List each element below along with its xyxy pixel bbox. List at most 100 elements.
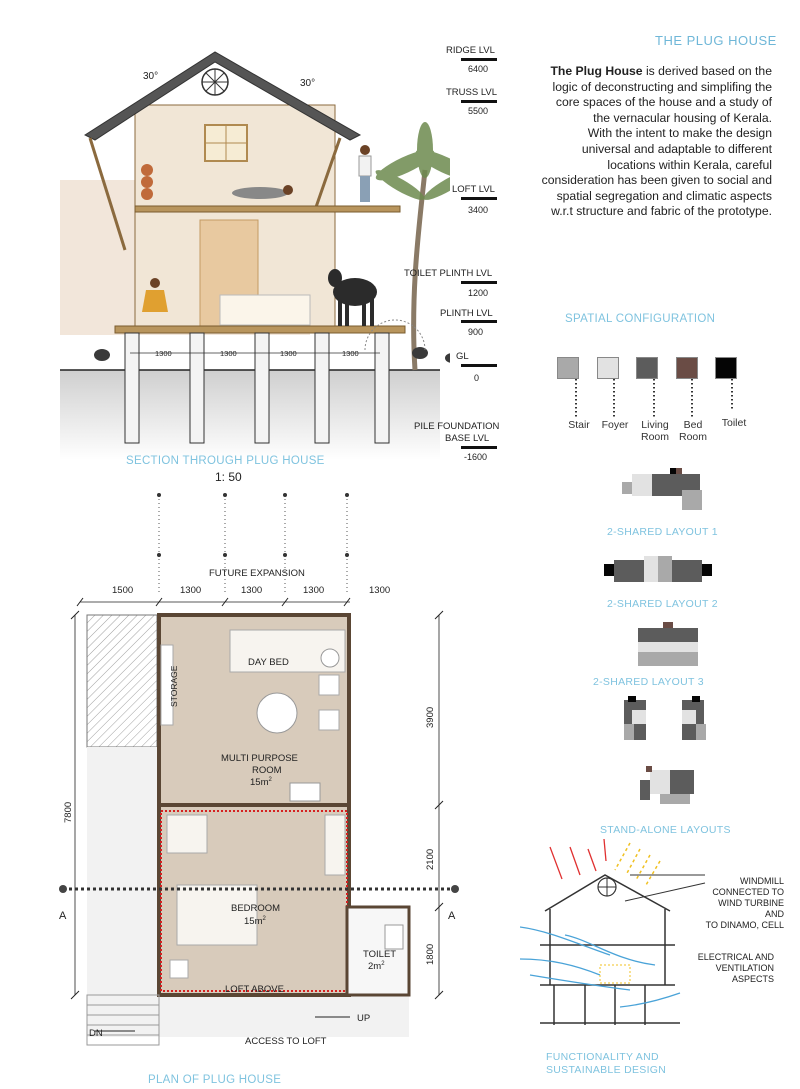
top-dim-4: 1300	[303, 585, 324, 596]
layout-diagrams	[604, 468, 712, 804]
level-bar	[461, 197, 497, 200]
loft-above-label: LOFT ABOVE	[225, 984, 284, 995]
top-dim-3: 1300	[241, 585, 262, 596]
bed-area: 15m	[244, 916, 263, 927]
page-title: THE PLUG HOUSE	[655, 33, 777, 48]
bay-dim-3: 1300	[280, 349, 297, 358]
layout-1-diagram	[622, 468, 702, 510]
sustain-caption-1: FUNCTIONALITY AND	[546, 1051, 659, 1063]
legend-swatch-foyer	[597, 357, 619, 379]
level-label-truss: TRUSS LVL	[446, 87, 498, 98]
electrical-note: ELECTRICAL AND VENTILATION ASPECTS	[690, 952, 774, 985]
right-dim-1: 3900	[425, 707, 436, 728]
level-value-loft: 3400	[468, 205, 489, 215]
windmill-note: WINDMILL CONNECTED TO WIND TURBINE AND T…	[700, 876, 784, 931]
toilet-label: TOILET	[363, 949, 396, 960]
level-label-plinth: PLINTH LVL	[440, 308, 493, 319]
layout-3-label: 2-SHARED LAYOUT 3	[593, 676, 704, 688]
legend-swatch-living	[636, 357, 658, 379]
level-bar	[461, 100, 497, 103]
electrical-line-3: ASPECTS	[731, 974, 774, 984]
level-label-loft: LOFT LVL	[452, 184, 495, 195]
legend-swatch-bed	[676, 357, 698, 379]
sustain-caption: FUNCTIONALITY AND SUSTAINABLE DESIGN	[546, 1051, 666, 1077]
level-value-ridge: 6400	[468, 64, 489, 74]
legend-label-stair: Stair	[568, 419, 590, 431]
level-value-toilet-plinth: 1200	[468, 288, 489, 298]
bed-area-sup: 2	[262, 916, 266, 922]
level-bar	[461, 58, 497, 61]
hen-icon	[94, 347, 450, 363]
bay-dim-4: 1300	[342, 349, 359, 358]
up-label: UP	[357, 1013, 370, 1024]
legend-leaders	[575, 379, 733, 417]
pile-label-2: BASE LVL	[445, 433, 490, 444]
windmill-line-3: WIND TURBINE AND	[718, 898, 784, 919]
sustainable-diagram	[520, 838, 706, 1025]
person-standing-icon	[358, 145, 372, 202]
legend-swatch-stair	[557, 357, 579, 379]
stand-alone-single-diagram	[640, 766, 694, 804]
svg-text:2m2: 2m2	[368, 961, 385, 972]
electrical-line-2: VENTILATION	[715, 963, 774, 973]
future-expansion-label: FUTURE EXPANSION	[209, 568, 305, 579]
svg-text:15m2: 15m2	[250, 777, 272, 788]
layout-3-diagram	[638, 622, 698, 666]
legend-label-toilet: Toilet	[721, 417, 747, 429]
bedroom-label: BEDROOM	[231, 903, 280, 914]
stand-alone-label: STAND-ALONE LAYOUTS	[600, 824, 731, 836]
section-mark-right: A	[448, 910, 456, 922]
mp-area-sup: 2	[268, 777, 272, 783]
multi-purpose-label: MULTI PURPOSE	[221, 753, 298, 764]
windmill-line-1: WINDMILL	[739, 876, 784, 886]
level-label-ridge: RIDGE LVL	[446, 45, 495, 56]
level-bar	[461, 281, 497, 284]
legend-swatch-toilet	[715, 357, 737, 379]
layout-1-label: 2-SHARED LAYOUT 1	[607, 526, 718, 538]
top-dim-5: 1300	[369, 585, 390, 596]
sustain-caption-2: SUSTAINABLE DESIGN	[546, 1064, 667, 1076]
description-bold: The Plug House	[550, 64, 643, 78]
plan-caption: PLAN OF PLUG HOUSE	[148, 1074, 282, 1086]
section-mark-left: A	[59, 910, 67, 922]
level-bar	[461, 320, 497, 323]
description-text: The Plug House is derived based on the l…	[540, 64, 772, 220]
windmill-line-4: TO DINAMO, CELL	[705, 920, 784, 930]
level-value-plinth: 900	[468, 327, 484, 337]
bay-dim-2: 1300	[220, 349, 237, 358]
windmill-line-2: CONNECTED TO	[712, 887, 784, 897]
access-loft-label: ACCESS TO LOFT	[245, 1036, 327, 1047]
left-dim: 7800	[63, 802, 74, 823]
stand-alone-pair-diagram	[624, 696, 706, 740]
svg-text:15m2: 15m2	[244, 916, 266, 927]
description-p2: With the intent to make the design unive…	[541, 126, 772, 219]
day-bed-label: DAY BED	[248, 657, 289, 668]
level-bar	[461, 364, 497, 367]
angle-right: 30°	[300, 78, 315, 89]
pile-label-1: PILE FOUNDATION	[414, 421, 500, 432]
storage-label: STORAGE	[169, 665, 179, 707]
angle-left: 30°	[143, 71, 158, 82]
legend: Stair Foyer Living Room Bed Room Toilet	[557, 357, 757, 452]
level-label-toilet-plinth: TOILET PLINTH LVL	[404, 268, 493, 279]
section-scale: 1: 50	[215, 470, 242, 484]
description-p1: is derived based on the logic of deconst…	[552, 64, 773, 125]
person-lying-icon	[232, 185, 293, 199]
section-drawing: 30° 30° 1300 1300 1300 1300	[60, 51, 450, 460]
toilet-area-sup: 2	[381, 961, 385, 967]
legend-label-living: Living Room	[640, 419, 669, 443]
pile-value: -1600	[464, 452, 488, 462]
plan-drawing: FUTURE EXPANSION 1500 1300 1300 1300 130…	[59, 493, 459, 1047]
level-value-gl: 0	[474, 373, 480, 383]
cow-icon	[328, 269, 377, 326]
bay-dim-1: 1300	[155, 349, 172, 358]
layout-2-label: 2-SHARED LAYOUT 2	[607, 598, 718, 610]
spatial-title: SPATIAL CONFIGURATION	[565, 313, 716, 325]
right-dim-3: 1800	[425, 944, 436, 965]
top-dim-2: 1300	[180, 585, 201, 596]
level-bar	[461, 446, 497, 449]
palm-tree-icon	[375, 122, 450, 200]
legend-label-foyer: Foyer	[601, 419, 629, 431]
level-label-gl: GL	[456, 351, 469, 362]
level-value-truss: 5500	[468, 106, 489, 116]
